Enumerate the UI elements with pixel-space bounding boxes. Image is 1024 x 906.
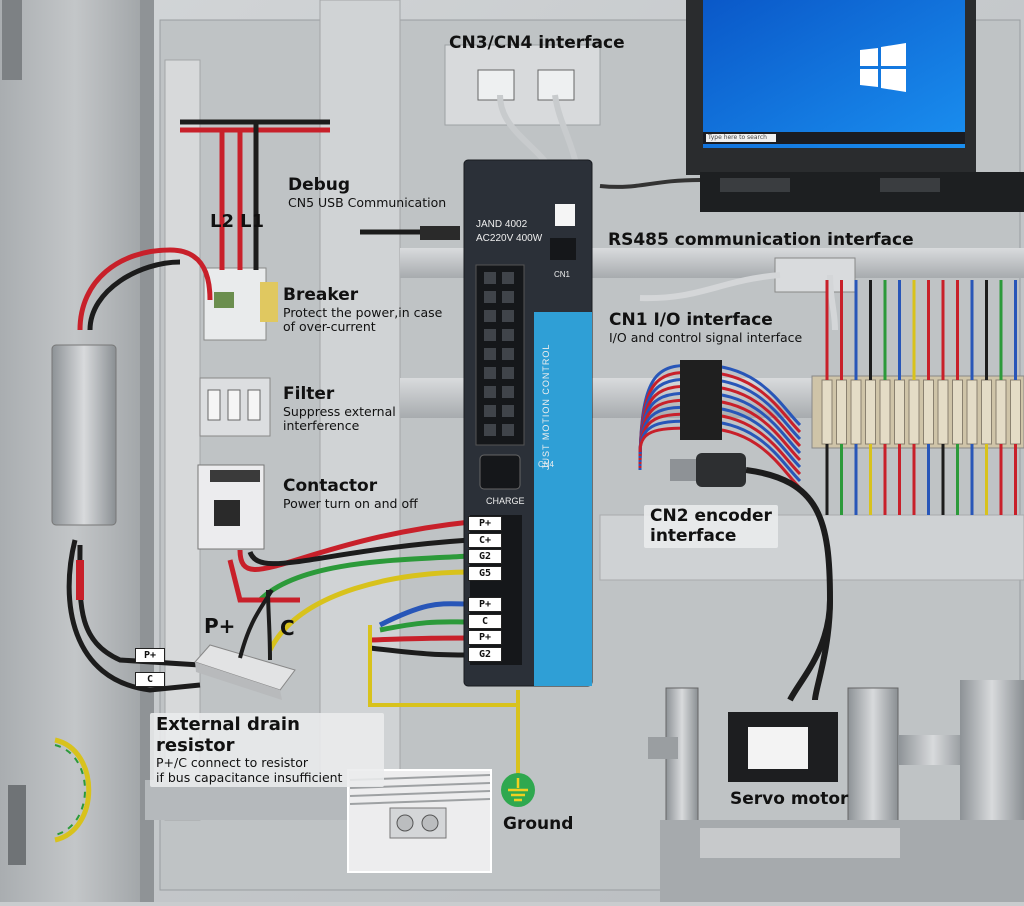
c-label: C <box>280 616 295 640</box>
cn1-pin <box>484 348 496 360</box>
drive-charge: CHARGE <box>486 496 525 506</box>
wire-tag-bottom-3: G2 <box>468 646 502 662</box>
terminal-block <box>836 379 847 445</box>
ground-label: Ground <box>503 814 574 835</box>
cn1-pin <box>484 329 496 341</box>
cn2-title-line1: CN2 encoder <box>650 506 772 526</box>
drain-resistor-subtitle-line1: P+/C connect to resistor <box>156 755 308 771</box>
rs485-title: RS485 communication interface <box>608 230 914 250</box>
terminal-block <box>937 379 949 445</box>
cn1-pin <box>502 329 514 341</box>
cn1-pin <box>484 367 496 379</box>
l1-label: L1 <box>240 211 264 232</box>
wire-tag-bottom-2: P+ <box>468 630 502 645</box>
cn1-subtitle: I/O and control signal interface <box>609 329 803 345</box>
terminal-block <box>952 379 963 445</box>
terminal-block <box>981 379 992 445</box>
cn1-pin <box>484 272 496 284</box>
cn1-pin <box>484 405 496 417</box>
drive-port-cn4: CN4 <box>538 460 555 469</box>
breaker-label: Breaker Protect the power,in case of ove… <box>283 285 443 334</box>
breaker-title: Breaker <box>283 285 359 305</box>
cn1-pin <box>484 424 496 436</box>
cn1-pin <box>502 424 514 436</box>
cn1-pin <box>484 310 496 322</box>
filter-subtitle-line2: interference <box>283 417 360 433</box>
cn1-pin <box>484 386 496 398</box>
laptop-search-box: Type here to search <box>708 134 767 141</box>
terminal-block <box>966 379 978 445</box>
cn1-title: CN1 I/O interface <box>609 310 773 330</box>
cn1-pin <box>502 386 514 398</box>
wire-tag-top-0: P+ <box>468 516 502 531</box>
drive-brand: JUST MOTION CONTROL <box>541 343 551 470</box>
cn1-pin <box>502 272 514 284</box>
servo-motor-label: Servo motor <box>730 789 849 810</box>
terminal-block <box>850 379 862 445</box>
wire-tag-top-1: C+ <box>468 532 502 548</box>
terminal-block <box>1010 379 1021 445</box>
terminal-block <box>923 379 934 445</box>
terminal-block <box>879 379 891 445</box>
filter-label: Filter Suppress external interference <box>283 384 396 433</box>
cn3-cn4-title: CN3/CN4 interface <box>449 33 625 53</box>
drive-model: JAND 4002 <box>476 219 528 230</box>
debug-label: Debug CN5 USB Communication <box>288 175 447 210</box>
servo-motor-title: Servo motor <box>730 789 849 809</box>
wire-tag-bottom-0: P+ <box>468 597 502 612</box>
drive-rating: AC220V 400W <box>476 233 543 244</box>
terminal-block <box>865 379 876 445</box>
rs485-label: RS485 communication interface <box>608 230 914 251</box>
cn1-pin <box>502 367 514 379</box>
drain-resistor-title: External drain resistor <box>156 714 300 756</box>
cn1-pin <box>502 291 514 303</box>
wire-tag-top-3: G5 <box>468 565 502 581</box>
wire-tag-top-2: G2 <box>468 549 502 564</box>
contactor-subtitle: Power turn on and off <box>283 495 418 511</box>
l2-label: L2 <box>210 211 234 232</box>
filter-title: Filter <box>283 384 335 404</box>
resistor-tag-0: P+ <box>135 648 165 663</box>
debug-title: Debug <box>288 175 351 195</box>
terminal-block <box>995 379 1007 445</box>
contactor-title: Contactor <box>283 476 378 496</box>
cn1-pin <box>502 348 514 360</box>
resistor-tag-1: C <box>135 672 165 687</box>
terminal-block <box>821 379 833 445</box>
cn1-pin <box>502 405 514 417</box>
cn2-title-line2: interface <box>650 525 737 546</box>
drive-port-cn1: CN1 <box>554 270 571 279</box>
debug-subtitle: CN5 USB Communication <box>288 194 447 210</box>
breaker-subtitle-line2: of over-current <box>283 318 376 334</box>
drain-resistor-subtitle-line2: if bus capacitance insufficient <box>156 769 343 785</box>
contactor-label: Contactor Power turn on and off <box>283 476 418 511</box>
cn3-cn4-label: CN3/CN4 interface <box>449 33 625 54</box>
cn1-pin <box>484 291 496 303</box>
p-plus-label: P+ <box>204 614 236 638</box>
ground-title: Ground <box>503 814 574 834</box>
cn2-label: CN2 encoder interface <box>644 505 778 549</box>
terminal-block <box>894 379 905 445</box>
cn1-label: CN1 I/O interface I/O and control signal… <box>609 310 803 345</box>
drain-resistor-label: External drain resistor P+/C connect to … <box>150 713 384 788</box>
terminal-block <box>908 379 920 445</box>
wire-tag-bottom-1: C <box>468 613 502 629</box>
cn1-pin <box>502 310 514 322</box>
breaker-subtitle-line1: Protect the power,in case <box>283 304 443 320</box>
filter-subtitle-line1: Suppress external <box>283 403 396 419</box>
